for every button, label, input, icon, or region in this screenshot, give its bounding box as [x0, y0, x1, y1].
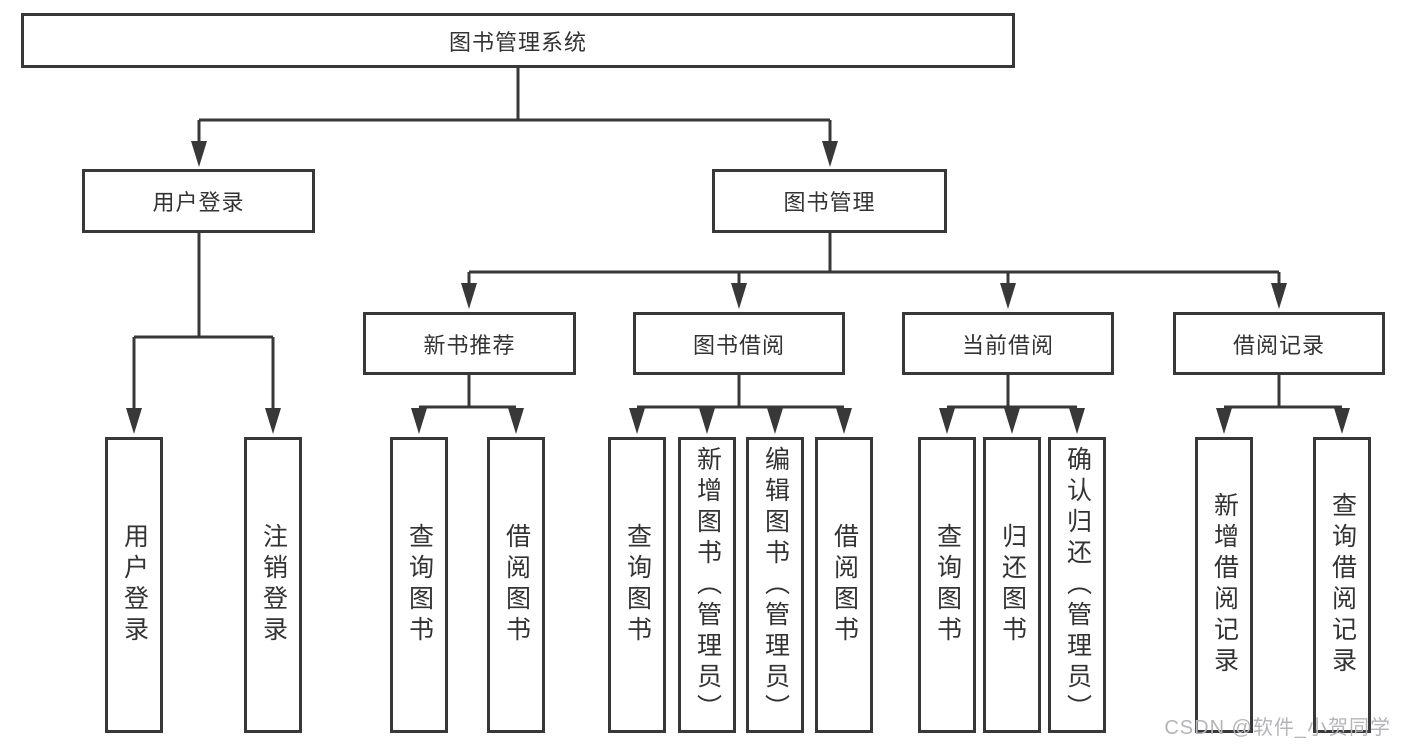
leaf-query-books-borrow-label: 查询图书 — [623, 523, 652, 647]
leaf-query-borrow-record-label: 查询借阅记录 — [1328, 492, 1357, 678]
node-root-system: 图书管理系统 — [21, 13, 1015, 68]
leaf-query-books-recommend-label: 查询图书 — [405, 523, 434, 647]
leaf-edit-books-admin-label: 编辑图书（管理员） — [761, 445, 790, 725]
node-root-label: 图书管理系统 — [448, 29, 587, 55]
node-user-login-label: 用户登录 — [152, 190, 245, 215]
leaf-return-books: 归还图书 — [983, 437, 1041, 733]
leaf-query-books-recommend: 查询图书 — [390, 437, 448, 733]
node-new-book-recommend-label: 新书推荐 — [423, 332, 516, 358]
node-borrow-records: 借阅记录 — [1173, 312, 1385, 375]
leaf-query-books-borrow: 查询图书 — [608, 437, 666, 733]
node-book-management: 图书管理 — [712, 169, 947, 233]
leaf-query-books-current: 查询图书 — [918, 437, 976, 733]
node-current-borrow-label: 当前借阅 — [961, 332, 1054, 358]
leaf-confirm-return-admin: 确认归还（管理员） — [1048, 437, 1106, 733]
leaf-borrow-books: 借阅图书 — [815, 437, 873, 733]
leaf-add-borrow-record: 新增借阅记录 — [1195, 437, 1253, 733]
leaf-user-login-label: 用户登录 — [120, 523, 149, 647]
leaf-borrow-books-recommend: 借阅图书 — [487, 437, 545, 733]
node-book-management-label: 图书管理 — [783, 190, 876, 215]
leaf-confirm-return-admin-label: 确认归还（管理员） — [1063, 445, 1092, 725]
node-book-borrow: 图书借阅 — [633, 312, 845, 375]
node-borrow-records-label: 借阅记录 — [1232, 332, 1325, 358]
leaf-borrow-books-recommend-label: 借阅图书 — [502, 523, 531, 647]
leaf-edit-books-admin: 编辑图书（管理员） — [746, 437, 804, 733]
leaf-query-borrow-record: 查询借阅记录 — [1313, 437, 1371, 733]
leaf-query-books-current-label: 查询图书 — [933, 523, 962, 647]
leaf-logout-label: 注销登录 — [259, 523, 288, 647]
node-new-book-recommend: 新书推荐 — [363, 312, 576, 375]
node-current-borrow: 当前借阅 — [902, 312, 1114, 375]
leaf-add-books-admin-label: 新增图书（管理员） — [693, 445, 722, 725]
node-book-borrow-label: 图书借阅 — [692, 332, 785, 358]
csdn-watermark: CSDN @软件_小贺同学 — [1164, 717, 1391, 739]
leaf-add-borrow-record-label: 新增借阅记录 — [1210, 492, 1239, 678]
leaf-return-books-label: 归还图书 — [998, 523, 1027, 647]
leaf-logout: 注销登录 — [244, 437, 302, 733]
leaf-user-login: 用户登录 — [105, 437, 163, 733]
leaf-borrow-books-label: 借阅图书 — [830, 523, 859, 647]
node-user-login: 用户登录 — [82, 169, 315, 233]
leaf-add-books-admin: 新增图书（管理员） — [678, 437, 736, 733]
